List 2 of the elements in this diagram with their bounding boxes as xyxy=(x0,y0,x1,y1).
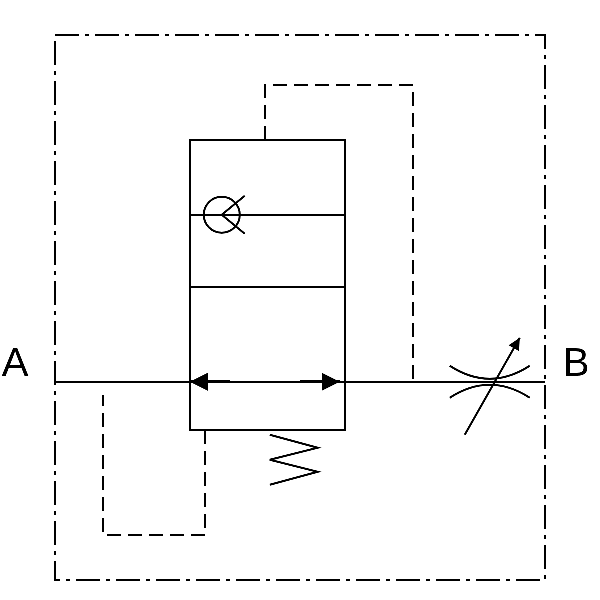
port-label: B xyxy=(563,343,590,383)
port-label: A xyxy=(2,343,29,383)
